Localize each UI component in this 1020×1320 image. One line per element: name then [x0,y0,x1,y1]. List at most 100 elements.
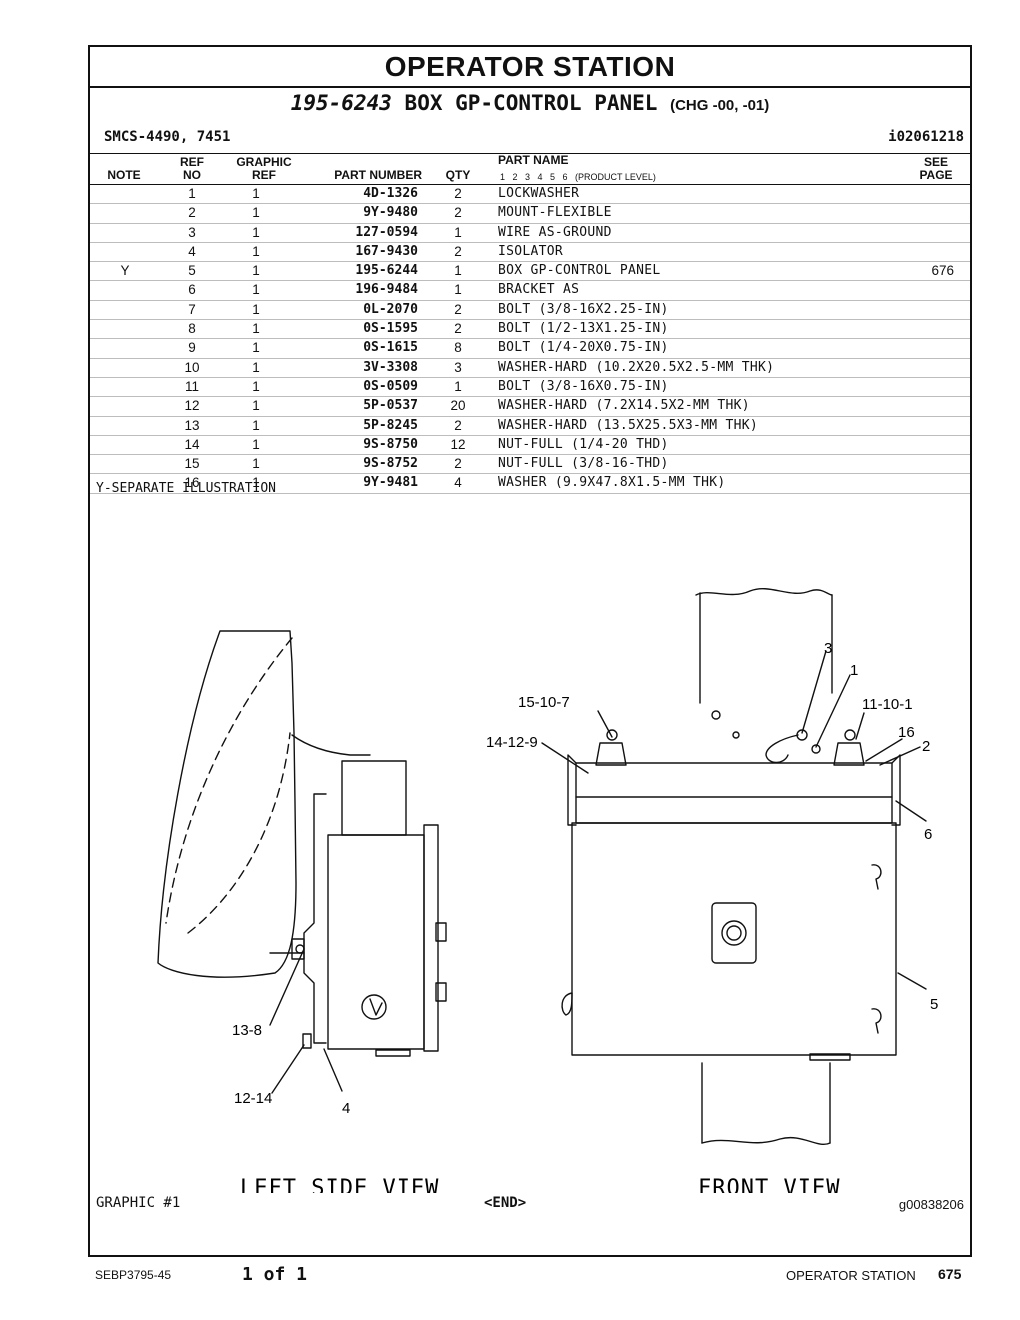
col-see-bottom: PAGE [919,168,953,182]
graphic-ref-cell: 1 [252,436,260,452]
part-number-cell: 9Y-9480 [363,205,418,221]
ref-cell: 10 [184,359,200,375]
document-id: i02061218 [888,129,964,145]
ref-cell: 1 [188,186,196,201]
callout-3: 3 [824,640,832,657]
callout-4: 4 [342,1100,350,1117]
part-number-cell: 9Y-9481 [363,475,418,491]
qty-cell: 2 [454,205,462,221]
part-number-cell: 9S-8750 [363,436,418,452]
ref-cell: 5 [188,263,196,279]
ref-cell: 8 [188,321,196,337]
title-bar: OPERATOR STATION [90,47,970,88]
ref-cell: 6 [188,282,196,298]
footer-page-count: 1 of 1 [242,1264,308,1285]
col-ref-bottom: NO [183,168,201,182]
part-number-cell: 5P-8245 [363,417,418,433]
ground-wire [291,734,371,756]
graphic-ref-cell: 1 [252,186,260,201]
col-product-level: 1 2 3 4 5 6 (PRODUCT LEVEL) [500,172,656,182]
ref-cell: 2 [188,205,196,221]
part-number-cell: 195-6244 [355,263,418,279]
ref-cell: 9 [188,340,196,356]
callout-16: 16 [898,724,915,741]
graphic-ref-cell: 1 [252,378,260,394]
callout-15-10-7: 15-10-7 [518,694,570,711]
qty-cell: 20 [450,398,466,414]
bracket-left [303,793,327,1044]
seat-cushion-outline [157,630,297,978]
col-graphic-bottom: REF [252,168,276,182]
col-see-top: SEE [923,155,948,169]
part-number-cell: 0S-1615 [363,340,418,356]
page-frame: OPERATOR STATION 195-6243 BOX GP-CONTROL… [88,45,972,1257]
part-number-cell: 3V-3308 [363,359,418,375]
graphic-ref-cell: 1 [252,205,260,221]
seat-cushion-seam [165,637,293,924]
graphic-ref-cell: 1 [252,243,260,259]
ref-cell: 4 [188,243,196,259]
col-ref-top: REF [180,155,204,169]
control-box-front [571,822,897,1056]
part-name-cell: WIRE AS-GROUND [498,224,612,240]
control-box-window [711,902,757,964]
col-note: NOTE [107,168,141,182]
footer-document-number: SEBP3795-45 [95,1268,172,1282]
qty-cell: 2 [454,417,462,433]
qty-cell: 2 [454,243,462,259]
assembly-title: 195-6243 BOX GP-CONTROL PANEL (CHG -00, … [90,91,970,115]
isolator-left [595,742,627,766]
graphic-ref-cell: 1 [252,359,260,375]
seat-post [699,592,833,704]
col-qty: QTY [445,168,471,182]
part-name-cell: WASHER-HARD (7.2X14.5X2-MM THK) [498,398,750,414]
callout-12-14: 12-14 [234,1090,272,1107]
ref-cell: 3 [188,224,196,240]
part-name-cell: WASHER-HARD (10.2X20.5X2.5-MM THK) [498,359,775,375]
callout-5: 5 [930,996,938,1013]
callout-1: 1 [850,662,858,679]
part-name-cell: WASHER (9.9X47.8X1.5-MM THK) [498,475,726,491]
part-number-cell: 5P-0537 [363,398,418,414]
isolator-right [833,742,865,766]
qty-cell: 1 [454,263,462,279]
graphic-ref-cell: 1 [252,301,260,317]
exploded-illustration: 3 1 15-10-7 11-10-1 16 14-12-9 2 6 5 13-… [157,587,938,1193]
control-box-side-top [341,760,407,836]
part-name-cell: WASHER-HARD (13.5X25.5X3-MM THK) [498,417,759,433]
left-side-view-label: LEFT SIDE VIEW [240,1176,439,1193]
part-name-cell: BRACKET AS [498,282,580,298]
ground-wire-front [765,734,799,764]
control-box-side [327,834,425,1050]
note-cell: Y [120,263,130,279]
graphic-ref-cell: 1 [252,456,260,472]
mounting-bracket [575,762,893,824]
part-number-cell: 0S-0509 [363,378,418,394]
graphic-ref-cell: 1 [252,475,260,491]
ref-cell: 14 [184,436,200,452]
graphic-label: GRAPHIC #1 [96,1195,181,1211]
qty-cell: 2 [454,186,462,201]
qty-cell: 2 [454,301,462,317]
qty-cell: 2 [454,321,462,337]
end-marker: <END> [484,1195,527,1211]
part-name-cell: BOLT (3/8-16X0.75-IN) [498,378,669,394]
ref-cell: 13 [184,417,200,433]
ref-cell: 12 [184,398,200,414]
part-name-cell: LOCKWASHER [498,186,580,201]
header-rule [90,184,970,185]
